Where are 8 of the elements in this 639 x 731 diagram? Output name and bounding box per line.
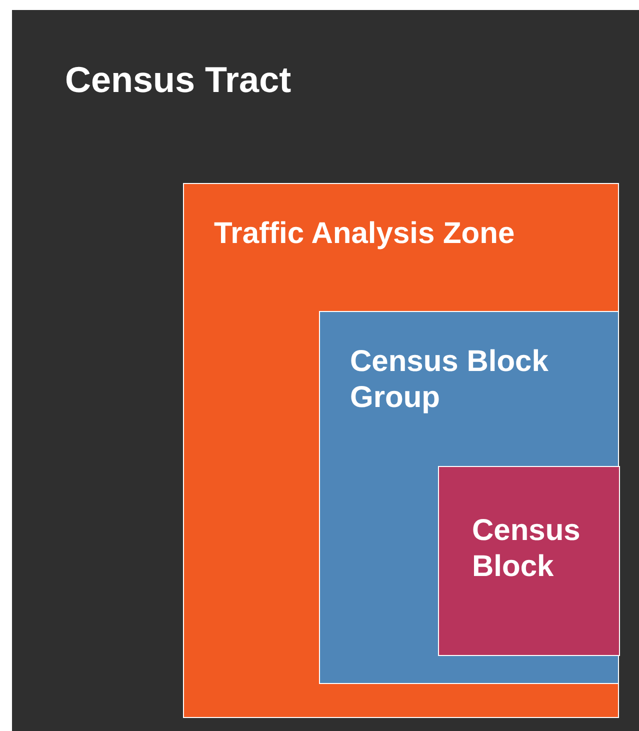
region-box bbox=[319, 311, 619, 684]
region-label: Census Block bbox=[472, 513, 582, 585]
region-label: Traffic Analysis Zone bbox=[214, 216, 515, 252]
region-box bbox=[438, 466, 620, 656]
region-label: Census Block Group bbox=[350, 344, 550, 416]
region-label: Census Tract bbox=[65, 58, 292, 102]
region-box bbox=[183, 183, 619, 718]
region-box bbox=[12, 10, 639, 731]
